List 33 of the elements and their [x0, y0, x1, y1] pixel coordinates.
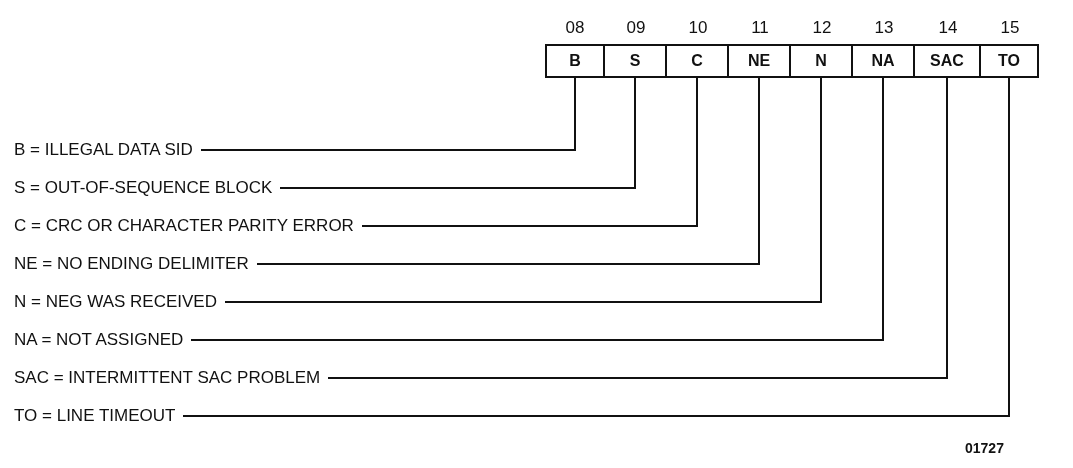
bit-number: 12: [811, 18, 833, 38]
field-description: C = CRC OR CHARACTER PARITY ERROR: [14, 216, 354, 236]
bit-number: 15: [999, 18, 1021, 38]
field-description: N = NEG WAS RECEIVED: [14, 292, 217, 312]
bit-number: 10: [687, 18, 709, 38]
bit-number: 13: [873, 18, 895, 38]
leader-line: [224, 77, 822, 303]
leader-line: [361, 77, 698, 227]
field-description: NA = NOT ASSIGNED: [14, 330, 184, 350]
field-description: B = ILLEGAL DATA SID: [14, 140, 193, 160]
figure-number: 01727: [965, 440, 1004, 456]
field-description: SAC = INTERMITTENT SAC PROBLEM: [14, 368, 321, 388]
field-description: TO = LINE TIMEOUT: [14, 406, 176, 426]
leader-line: [182, 77, 1010, 417]
register-field: S: [603, 44, 667, 78]
leader-line: [200, 77, 576, 151]
leader-line: [190, 77, 884, 341]
bit-number: 11: [750, 18, 770, 38]
bit-number: 08: [564, 18, 586, 38]
field-description: S = OUT-OF-SEQUENCE BLOCK: [14, 178, 273, 198]
register-field: N: [789, 44, 853, 78]
register-field: SAC: [913, 44, 981, 78]
leader-line: [327, 77, 948, 379]
register-field: TO: [979, 44, 1039, 78]
leader-line: [256, 77, 760, 265]
leader-line: [279, 77, 636, 189]
register-field: C: [665, 44, 729, 78]
register-field: B: [545, 44, 605, 78]
bit-number: 14: [937, 18, 959, 38]
register-field: NE: [727, 44, 791, 78]
field-description: NE = NO ENDING DELIMITER: [14, 254, 249, 274]
bit-number: 09: [625, 18, 647, 38]
register-field: NA: [851, 44, 915, 78]
